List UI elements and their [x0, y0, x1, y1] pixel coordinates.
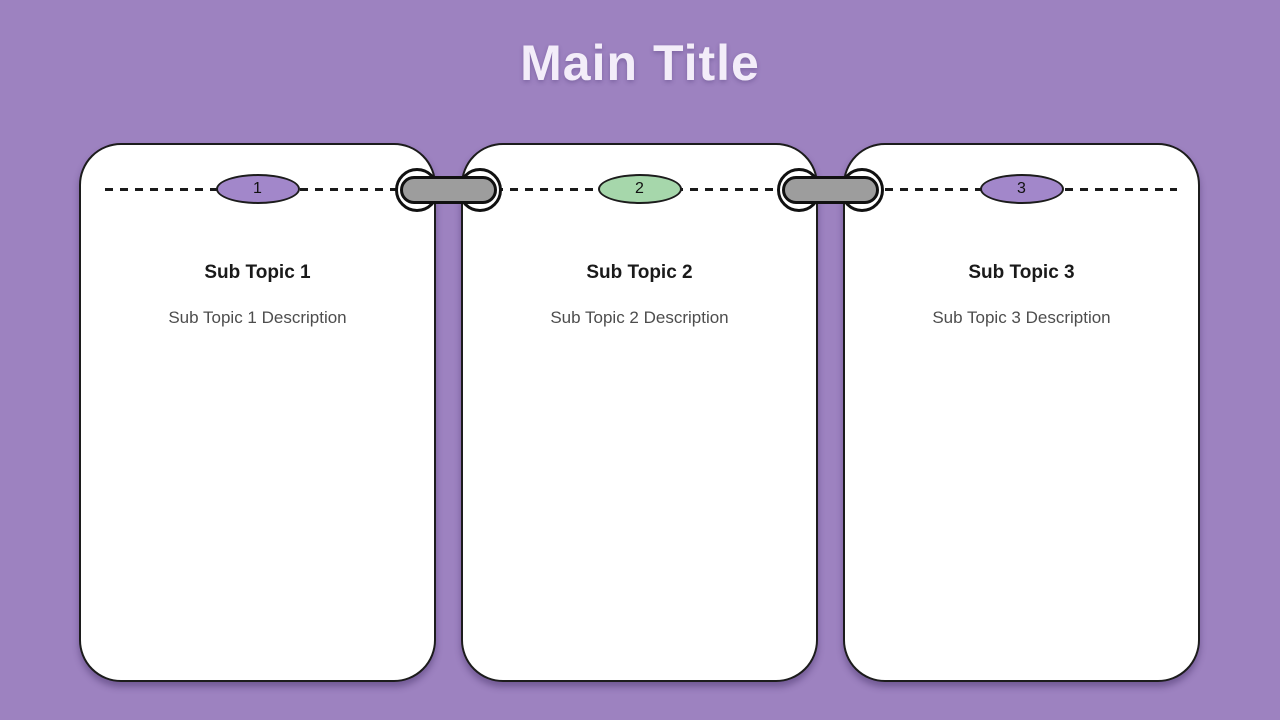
topic-description: Sub Topic 1 Description [168, 308, 347, 327]
topic-number-badge: 3 [979, 174, 1064, 204]
binder-connector [777, 168, 884, 212]
topic-number-badge: 2 [597, 174, 682, 204]
binder-connector [395, 168, 502, 212]
topic-heading: Sub Topic 1 [204, 262, 311, 283]
topic-heading: Sub Topic 3 [968, 262, 1075, 283]
topic-heading: Sub Topic 2 [586, 262, 693, 283]
topic-description: Sub Topic 2 Description [550, 308, 729, 327]
main-title: Main Title [520, 35, 760, 91]
topic-card: 1 Sub Topic 1 Sub Topic 1 Description [79, 143, 436, 682]
connector-pill-icon [782, 176, 879, 204]
topic-card: 2 Sub Topic 2 Sub Topic 2 Description [461, 143, 818, 682]
connector-pill-icon [400, 176, 497, 204]
topic-card: 3 Sub Topic 3 Sub Topic 3 Description [843, 143, 1200, 682]
topic-number-badge: 1 [215, 174, 300, 204]
topic-description: Sub Topic 3 Description [932, 308, 1111, 327]
